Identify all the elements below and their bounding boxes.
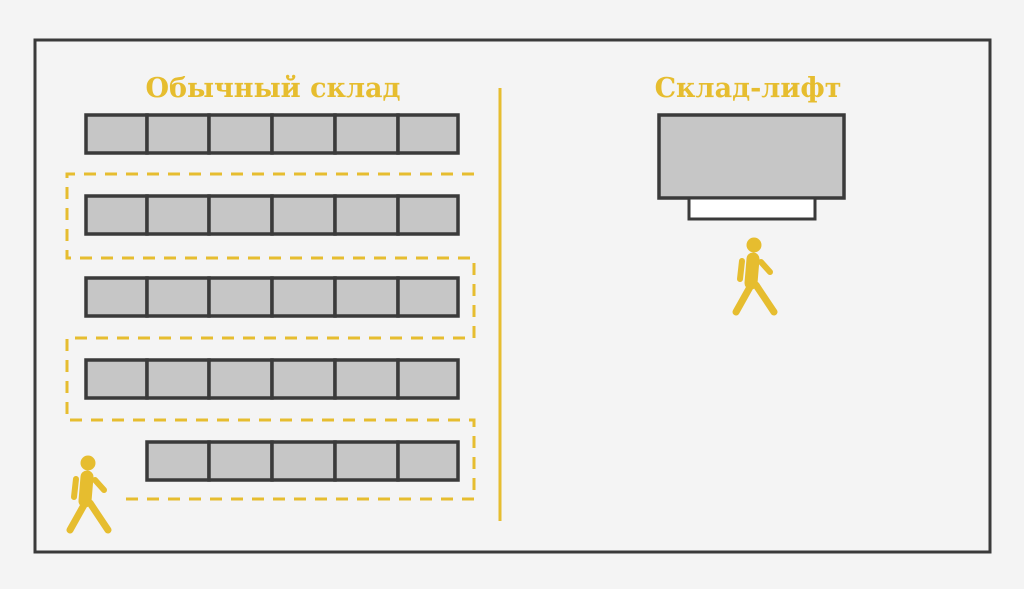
shelf-cell	[396, 113, 460, 155]
shelf-row	[84, 194, 460, 236]
walking-person-icon	[736, 238, 774, 313]
shelf-cell	[270, 358, 337, 400]
shelving-rows	[84, 113, 460, 482]
shelf-cell	[145, 194, 211, 236]
shelf-cell	[207, 358, 274, 400]
walking-person-icon	[70, 456, 108, 531]
shelf-cell	[270, 276, 337, 318]
walking-route	[65, 172, 476, 501]
shelf-cell	[333, 276, 400, 318]
shelf-cell	[207, 194, 274, 236]
shelf-row	[84, 276, 460, 318]
lift-storage-unit	[657, 113, 846, 200]
shelf-cell	[145, 113, 211, 155]
shelf-cell	[145, 276, 211, 318]
outer-frame	[33, 38, 992, 554]
shelf-cell	[207, 276, 274, 318]
shelf-cell	[333, 358, 400, 400]
shelf-cell	[84, 194, 149, 236]
shelf-cell	[333, 194, 400, 236]
shelf-cell	[84, 113, 149, 155]
shelf-cell	[145, 358, 211, 400]
shelf-cell	[333, 440, 400, 482]
shelf-cell	[396, 194, 460, 236]
regular-warehouse-title: Обычный склад	[145, 73, 400, 104]
shelf-cell	[84, 276, 149, 318]
shelf-row	[84, 358, 460, 400]
shelf-row	[84, 113, 460, 155]
lift-access-window	[687, 196, 817, 221]
shelf-cell	[270, 113, 337, 155]
shelf-cell	[207, 113, 274, 155]
shelf-cell	[396, 276, 460, 318]
shelf-row	[145, 440, 460, 482]
shelf-cell	[396, 440, 460, 482]
shelf-cell	[270, 194, 337, 236]
shelf-cell	[333, 113, 400, 155]
shelf-cell	[396, 358, 460, 400]
shelf-cell	[84, 358, 149, 400]
shelf-cell	[270, 440, 337, 482]
shelf-cell	[145, 440, 211, 482]
lift-warehouse-title: Склад-лифт	[655, 73, 842, 104]
shelf-cell	[207, 440, 274, 482]
